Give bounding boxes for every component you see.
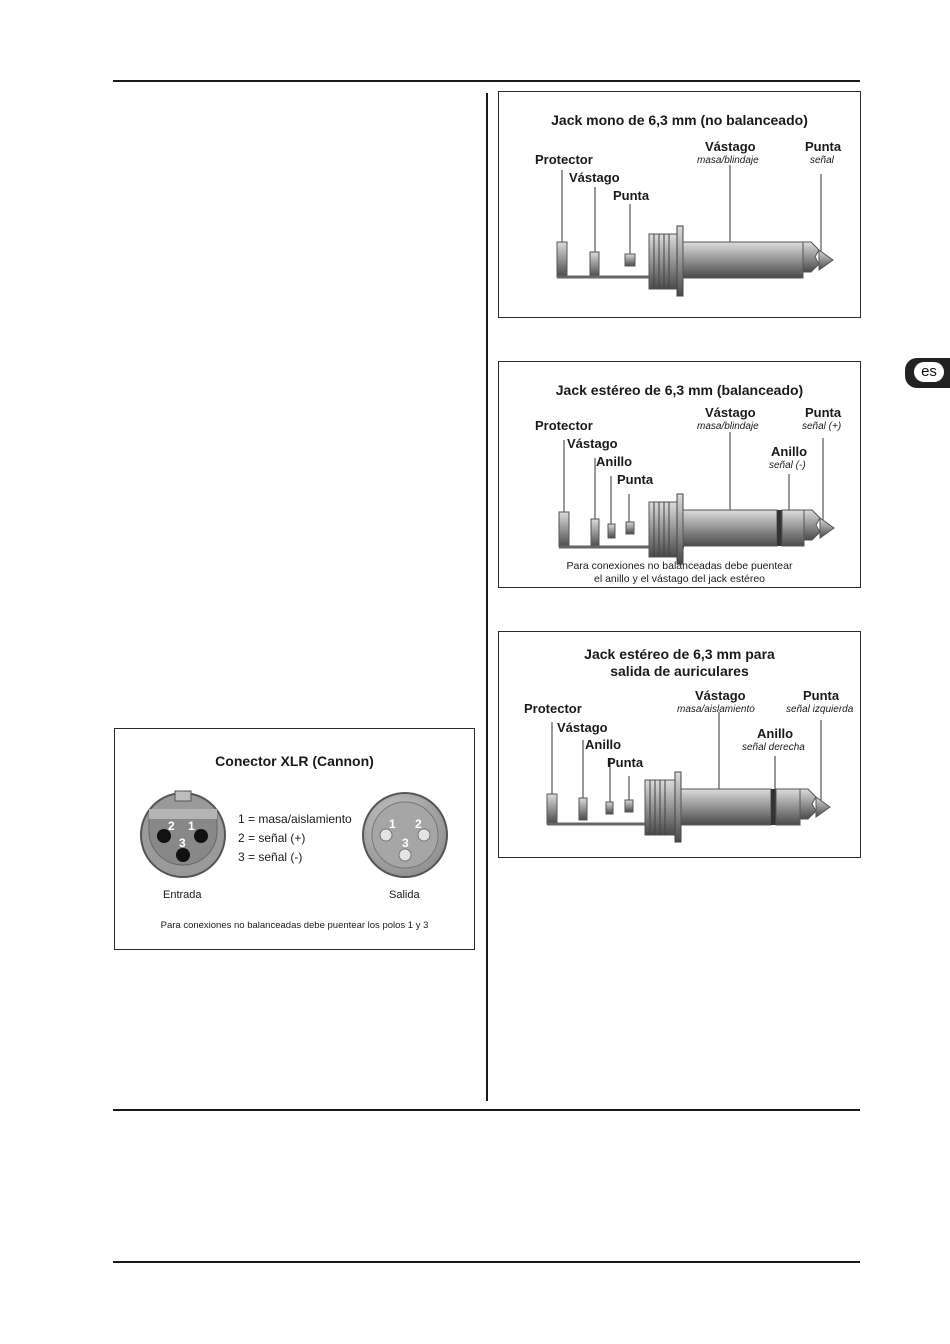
headphone-jack-drawing: [546, 712, 831, 843]
language-tab[interactable]: es: [905, 358, 950, 388]
headphone-punta-sub: señal izquierda: [786, 704, 854, 715]
stereo-vastago-left-label: Vástago: [567, 436, 618, 451]
language-tab-label: es: [914, 362, 944, 382]
stereo-punta-left-label: Punta: [617, 472, 654, 487]
mono-jack-figure: Jack mono de 6,3 mm (no balanceado) Prot…: [498, 91, 861, 318]
mono-vastago-left-label: Vástago: [569, 170, 620, 185]
mono-punta-left-label: Punta: [613, 188, 650, 203]
mono-vastago-label: Vástago: [705, 139, 756, 154]
xlr-figure: Conector XLR (Cannon) 2 1 3 1 2 3 1 = ma…: [114, 728, 475, 950]
xlr-input-label: Entrada: [163, 889, 202, 901]
mono-punta-sub: señal: [810, 155, 834, 166]
stereo-protector-label: Protector: [535, 418, 593, 433]
headphone-anillo-left-label: Anillo: [585, 737, 622, 752]
stereo-vastago-sub: masa/blindaje: [697, 421, 759, 432]
headphone-vastago-label: Vástago: [695, 688, 746, 703]
xlr-pin-label-3-input: 3: [179, 836, 186, 850]
stereo-anillo-left-label: Anillo: [596, 454, 633, 469]
xlr-title: Conector XLR (Cannon): [215, 753, 374, 769]
mono-protector-label: Protector: [535, 152, 593, 167]
headphone-jack-title-line2: salida de auriculares: [610, 663, 749, 679]
stereo-anillo-sub: señal (-): [769, 460, 806, 471]
section-rule: [113, 1109, 860, 1111]
stereo-jack-title: Jack estéreo de 6,3 mm (balanceado): [555, 382, 804, 398]
headphone-protector-label: Protector: [524, 701, 582, 716]
xlr-output-label: Salida: [389, 889, 420, 901]
xlr-legend-3: 3 = señal (-): [238, 850, 303, 864]
xlr-pin-label-1-input: 1: [188, 819, 195, 833]
stereo-jack-drawing: [558, 432, 835, 565]
mono-vastago-sub: masa/blindaje: [697, 155, 759, 166]
stereo-note-line1: Para conexiones no balanceadas debe puen…: [566, 560, 793, 572]
top-rule: [113, 80, 860, 82]
xlr-pin-label-1-output: 1: [389, 817, 396, 831]
mono-jack-title: Jack mono de 6,3 mm (no balanceado): [551, 112, 808, 128]
xlr-pin-label-3-output: 3: [402, 836, 409, 850]
stereo-vastago-label: Vástago: [705, 405, 756, 420]
headphone-vastago-left-label: Vástago: [557, 720, 608, 735]
xlr-legend-2: 2 = señal (+): [238, 831, 306, 845]
column-divider: [486, 93, 488, 1101]
headphone-punta-label: Punta: [803, 688, 840, 703]
headphone-anillo-sub: señal derecha: [742, 742, 805, 753]
xlr-note: Para conexiones no balanceadas debe puen…: [160, 920, 429, 931]
headphone-vastago-sub: masa/aislamiento: [677, 704, 755, 715]
xlr-legend-1: 1 = masa/aislamiento: [238, 812, 352, 826]
stereo-anillo-label: Anillo: [771, 444, 808, 459]
bottom-rule: [113, 1261, 860, 1263]
headphone-anillo-label: Anillo: [757, 726, 794, 741]
stereo-punta-label: Punta: [805, 405, 842, 420]
mono-jack-drawing: [556, 165, 834, 297]
xlr-pin-label-2-output: 2: [415, 817, 422, 831]
stereo-jack-figure: Jack estéreo de 6,3 mm (balanceado) Prot…: [498, 361, 861, 588]
xlr-drawing: [140, 790, 448, 878]
headphone-jack-figure: Jack estéreo de 6,3 mm para salida de au…: [498, 631, 861, 858]
stereo-note-line2: el anillo y el vástago del jack estéreo: [593, 573, 765, 585]
xlr-pin-label-2-input: 2: [168, 819, 175, 833]
headphone-punta-left-label: Punta: [607, 755, 644, 770]
stereo-punta-sub: señal (+): [802, 421, 842, 432]
mono-punta-label: Punta: [805, 139, 842, 154]
headphone-jack-title-line1: Jack estéreo de 6,3 mm para: [584, 646, 775, 662]
